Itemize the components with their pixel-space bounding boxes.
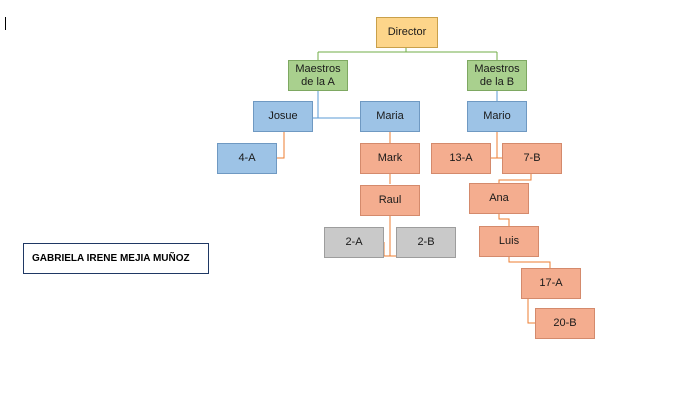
node-maestros-b[interactable]: Maestros de la B <box>467 60 527 91</box>
connector-luis-17a <box>508 257 551 268</box>
connector-7b-ana <box>498 174 532 183</box>
connector-mario-groups <box>491 132 503 159</box>
node-ana[interactable]: Ana <box>469 183 529 214</box>
author-name-box[interactable]: GABRIELA IRENE MEJIA MUÑOZ <box>23 243 209 274</box>
text-cursor <box>5 17 6 30</box>
node-josue[interactable]: Josue <box>253 101 313 132</box>
node-maestros-a[interactable]: Maestros de la A <box>288 60 348 91</box>
connector-17a-20b <box>527 298 536 324</box>
connector-ana-luis <box>498 214 510 226</box>
node-director[interactable]: Director <box>376 17 438 48</box>
node-mark[interactable]: Mark <box>360 143 420 174</box>
connector-raul-2a-2b <box>383 216 396 257</box>
node-raul[interactable]: Raul <box>360 185 420 216</box>
node-17a[interactable]: 17-A <box>521 268 581 299</box>
node-13a[interactable]: 13-A <box>431 143 491 174</box>
node-4a[interactable]: 4-A <box>217 143 277 174</box>
node-2b[interactable]: 2-B <box>396 227 456 258</box>
node-7b[interactable]: 7-B <box>502 143 562 174</box>
node-2a[interactable]: 2-A <box>324 227 384 258</box>
node-20b[interactable]: 20-B <box>535 308 595 339</box>
node-mario[interactable]: Mario <box>467 101 527 132</box>
node-maria[interactable]: Maria <box>360 101 420 132</box>
connector-josue-4a <box>277 132 285 159</box>
node-luis[interactable]: Luis <box>479 226 539 257</box>
connector-director-maestros <box>317 47 498 61</box>
